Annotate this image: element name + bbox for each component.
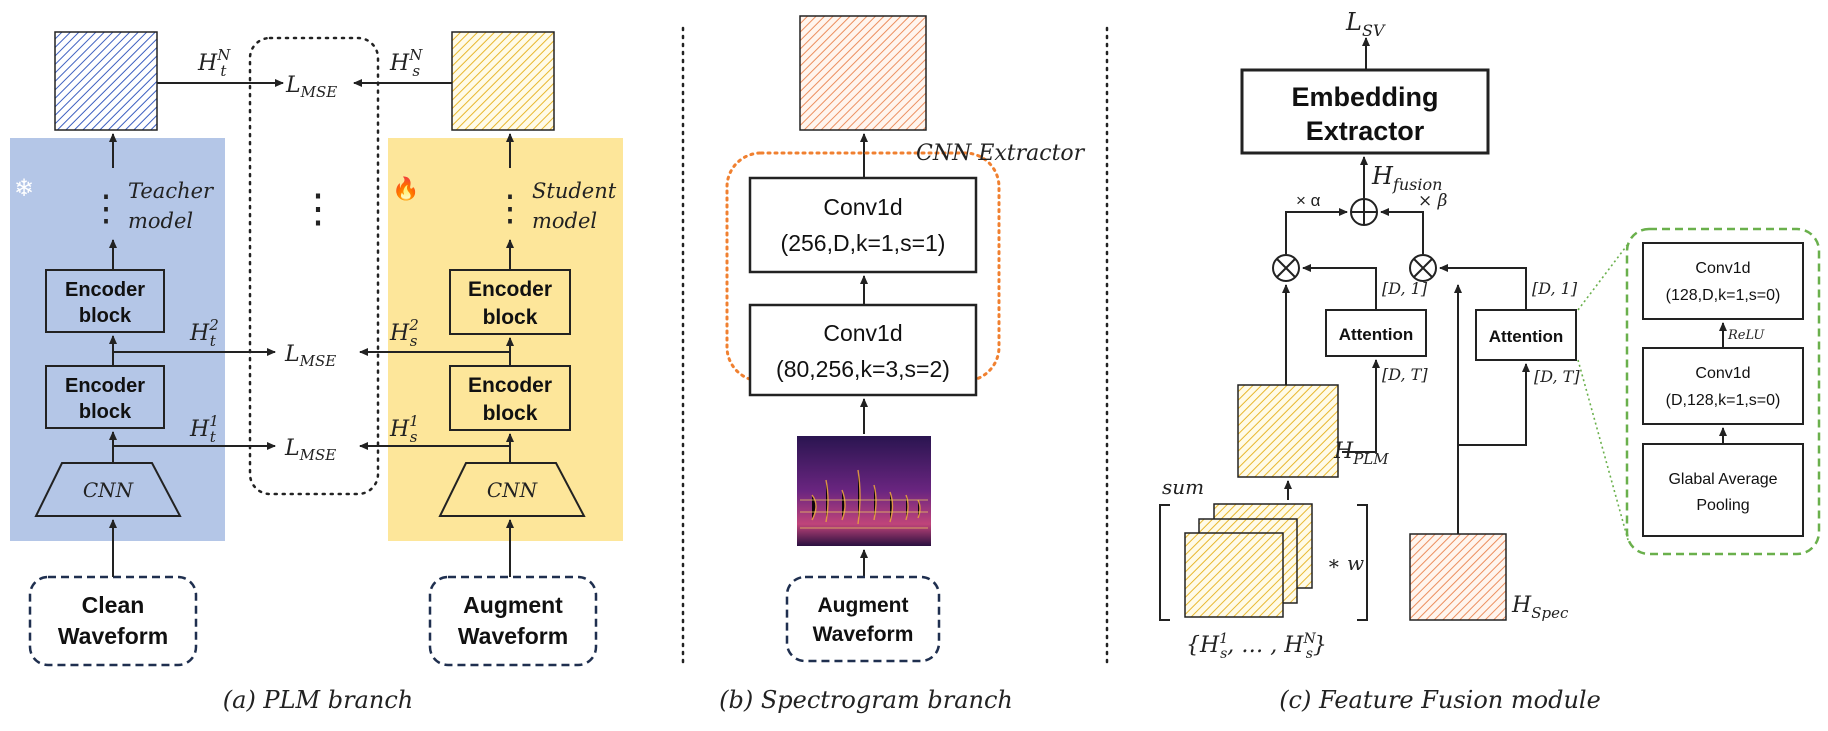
dt-label-right: [D, T] (1534, 367, 1580, 386)
sum-label: sum (1162, 475, 1204, 499)
attention-detail-region (1625, 227, 1821, 556)
embedding-label: Embedding (1292, 82, 1439, 112)
teacher-encoder-1-label: Encoder (65, 375, 145, 397)
l-sv-label: LSV (1345, 8, 1386, 40)
augment-waveform-label-b: Waveform (813, 623, 914, 646)
student-encoder-1-label: Encoder (468, 374, 552, 397)
panel-a-plm-branch: ❄ 🔥 ⋮ ⋮ ⋮ Teacher model Student model En… (10, 31, 623, 714)
loss-mse-mid: LMSE (284, 342, 336, 370)
times-w-label: ∗ w (1327, 551, 1364, 575)
augment-waveform-label-a: Waveform (458, 623, 568, 649)
augment-waveform-box-a (428, 575, 598, 667)
zoom-line-bottom (1577, 359, 1629, 541)
global-average-pooling-box (1642, 443, 1804, 537)
teacher-dots: ⋮ (88, 187, 124, 228)
caption-b: (b) Spectrogram branch (719, 686, 1013, 714)
fire-icon: 🔥 (392, 176, 419, 201)
clean-label: Clean (82, 592, 145, 618)
h-plm-label: HPLM (1333, 439, 1389, 468)
d1-label-left: [D, 1] (1382, 279, 1428, 298)
student-encoder-2-label: Encoder (468, 278, 552, 301)
attention-label-left: Attention (1339, 325, 1414, 344)
embedding-extractor-box (1240, 68, 1490, 155)
zoom-conv1d-128d-box (1642, 242, 1804, 320)
zoom-conv1d-128d-label: Conv1d (1695, 260, 1750, 277)
times-beta-label: × β (1418, 191, 1448, 211)
right-bracket (1357, 504, 1368, 621)
conv1d-256-params: (256,D,k=1,s=1) (781, 230, 946, 256)
teacher-encoder-block-2 (45, 269, 165, 333)
teacher-model-label: Teacher (128, 179, 215, 203)
teacher-cnn-label: CNN (83, 478, 135, 502)
h-spec-label: HSpec (1511, 593, 1569, 622)
loss-mse-bottom: LMSE (284, 436, 336, 464)
caption-a: (a) PLM branch (223, 686, 413, 714)
teacher-cnn (34, 462, 182, 517)
teacher-encoder-2-label: Encoder (65, 279, 145, 301)
zoom-conv1d-d128-box (1642, 347, 1804, 425)
panel-c-feature-fusion: LSV Embedding Extractor Hfusion × α × β … (1159, 8, 1821, 714)
clean-waveform-label: Waveform (58, 623, 168, 649)
conv1d-256-box (748, 176, 978, 274)
conv1d-80-box (748, 303, 978, 397)
teacher-model-label-2: model (128, 209, 193, 233)
attention-box-right (1475, 309, 1577, 361)
student-model-label-2: model (532, 209, 597, 233)
conv1d-80-label: Conv1d (823, 320, 902, 346)
spectrogram-output-feature (799, 15, 927, 131)
h-spec-feature (1409, 533, 1507, 621)
zoom-line-top (1577, 243, 1629, 311)
teacher-encoder-2-label-b: block (79, 305, 132, 327)
plm-stack-layer-1 (1184, 532, 1284, 618)
dt-label-left: [D, T] (1382, 365, 1428, 384)
student-encoder-2-label-b: block (483, 306, 538, 329)
student-cnn-label: CNN (487, 478, 539, 502)
extractor-label: Extractor (1306, 116, 1425, 146)
d1-label-right: [D, 1] (1532, 279, 1578, 298)
h-plm-feature (1237, 384, 1339, 478)
teacher-encoder-block-1 (45, 365, 165, 429)
clean-waveform-box (28, 575, 198, 667)
left-bracket (1159, 504, 1170, 621)
conv1d-80-params: (80,256,k=3,s=2) (776, 356, 950, 382)
attention-label-right: Attention (1489, 327, 1564, 346)
zoom-conv1d-128d-params: (128,D,k=1,s=0) (1666, 287, 1781, 304)
h-fusion-label: Hfusion (1371, 162, 1442, 194)
times-alpha-label: × α (1296, 191, 1321, 210)
gap-label-2: Pooling (1696, 497, 1749, 514)
augment-waveform-box-b (785, 575, 941, 663)
zoom-conv1d-d128-label: Conv1d (1695, 365, 1750, 382)
zoom-conv1d-d128-params: (D,128,k=1,s=0) (1666, 392, 1781, 409)
panel-b-spectrogram-branch: CNN Extractor Conv1d (256,D,k=1,s=1) Con… (719, 15, 1086, 714)
teacher-output-feature (54, 31, 158, 131)
loss-dotted-box (248, 36, 380, 496)
student-cnn (438, 462, 586, 517)
cnn-extractor-label: CNN Extractor (916, 141, 1086, 166)
spectrogram-image (797, 436, 931, 546)
augment-label-b: Augment (818, 594, 909, 617)
teacher-encoder-1-label-b: block (79, 401, 132, 423)
conv1d-256-label: Conv1d (823, 194, 902, 220)
gap-label: Glabal Average (1668, 471, 1777, 488)
snowflake-icon: ❄ (14, 175, 34, 202)
loss-mse-top: LMSE (285, 73, 337, 101)
student-encoder-block-2 (449, 269, 571, 335)
caption-c: (c) Feature Fusion module (1279, 686, 1601, 714)
student-model-label: Student (532, 179, 617, 203)
student-output-feature (451, 31, 555, 131)
loss-dots: ⋮ (298, 187, 338, 231)
student-encoder-1-label-b: block (483, 402, 538, 425)
student-dots: ⋮ (492, 187, 528, 228)
relu-label: ReLU (1727, 328, 1765, 343)
augment-label-a: Augment (463, 592, 563, 618)
